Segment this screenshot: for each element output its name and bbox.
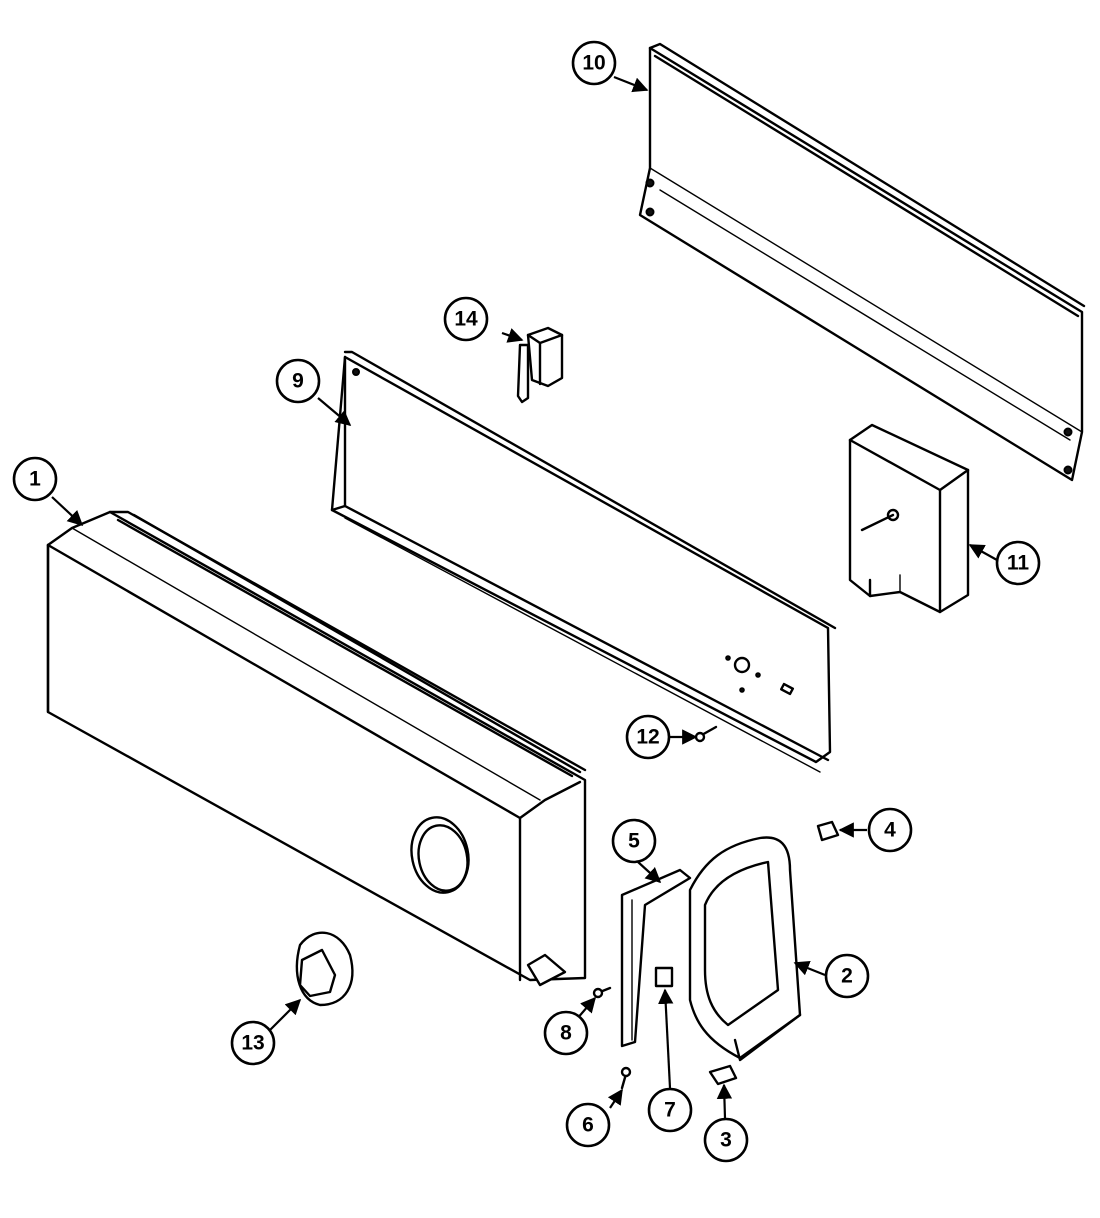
part-8-screw — [592, 986, 612, 999]
callout-14: 14 — [443, 296, 489, 342]
callout-8: 8 — [543, 1010, 589, 1056]
part-10-rear-panel — [638, 42, 1086, 482]
part-2-end-cap — [688, 836, 802, 1062]
part-1-main-console — [46, 510, 587, 987]
part-9-control-panel — [330, 350, 837, 773]
callout-2: 2 — [824, 953, 870, 999]
part-7-label — [654, 966, 674, 988]
leader-lines — [51, 75, 998, 1119]
callout-2-label: 2 — [841, 965, 853, 988]
callout-13-label: 13 — [241, 1032, 264, 1055]
callout-7: 7 — [647, 1087, 693, 1133]
callout-14-label: 14 — [454, 308, 478, 331]
callout-4: 4 — [867, 807, 913, 853]
callout-9: 9 — [275, 358, 321, 404]
callout-13: 13 — [230, 1020, 276, 1066]
callout-7-label: 7 — [664, 1099, 676, 1122]
part-13-knob — [295, 931, 354, 1007]
part-11-timer-box — [848, 423, 970, 614]
callout-6-label: 6 — [582, 1114, 594, 1137]
callout-3-label: 3 — [720, 1129, 732, 1152]
part-12-screw — [694, 725, 718, 743]
part-5-trim-strip — [620, 868, 692, 1048]
callout-12-label: 12 — [636, 726, 659, 749]
callout-11-label: 11 — [1007, 552, 1030, 575]
part-14-bracket — [516, 326, 564, 404]
callout-1-label: 1 — [29, 468, 41, 491]
callout-1: 1 — [12, 456, 58, 502]
part-6-screw — [620, 1066, 632, 1090]
callout-11: 11 — [995, 540, 1041, 586]
callout-10: 10 — [571, 40, 617, 86]
callout-6: 6 — [565, 1102, 611, 1148]
callout-8-label: 8 — [560, 1022, 572, 1045]
part-4-clip — [816, 820, 840, 842]
callout-12: 12 — [625, 714, 671, 760]
callout-3: 3 — [703, 1117, 749, 1163]
callout-5-label: 5 — [628, 830, 640, 853]
callout-10-label: 10 — [582, 52, 605, 75]
callout-5: 5 — [611, 818, 657, 864]
callout-4-label: 4 — [884, 819, 896, 842]
callout-9-label: 9 — [292, 370, 304, 393]
part-3-clip — [708, 1064, 738, 1086]
